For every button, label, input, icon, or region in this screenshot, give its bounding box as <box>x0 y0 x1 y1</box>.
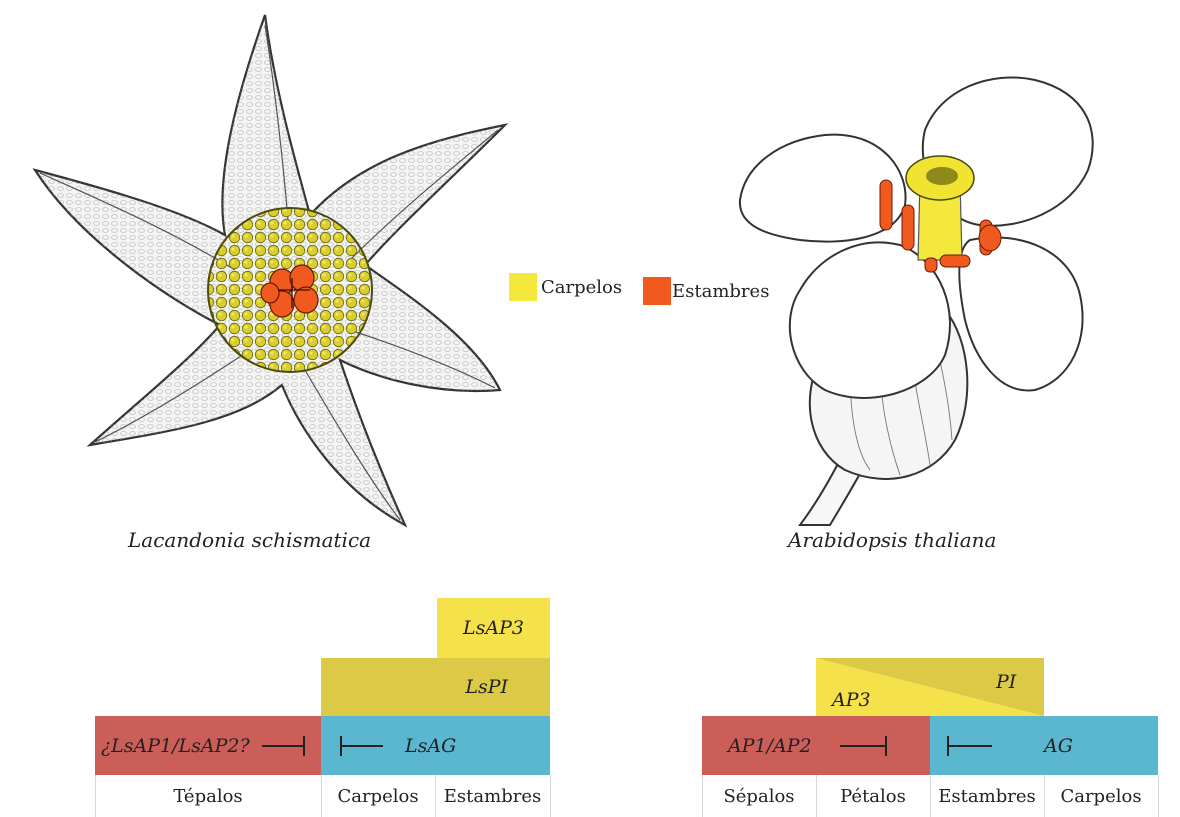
ap1-ap2-gene-label: AP1/AP2 <box>728 735 812 757</box>
ap3-pi-gene-box: AP3 PI <box>816 658 1044 716</box>
ap3-gene-label: AP3 <box>830 689 871 711</box>
region-label: Estambres <box>435 775 550 817</box>
lsap3-gene-label: LsAP3 <box>463 617 524 639</box>
repression-arrow-icon <box>339 734 385 758</box>
repression-arrow-icon <box>838 734 890 758</box>
lacandonia-flower-illustration <box>20 10 540 530</box>
lspi-gene-box: LsPI <box>321 658 550 716</box>
region-label: Carpelos <box>321 775 435 817</box>
left-species-caption: Lacandonia schismatica <box>128 528 371 552</box>
repression-arrow-icon <box>946 734 994 758</box>
region-label: Tépalos <box>95 775 321 817</box>
ag-gene-label: AG <box>1044 735 1073 757</box>
region-label: Carpelos <box>1044 775 1158 817</box>
ap1-ap2-gene-box: AP1/AP2 <box>702 716 930 775</box>
lspi-gene-label: LsPI <box>465 676 508 698</box>
region-label: Sépalos <box>702 775 816 817</box>
region-label: Estambres <box>930 775 1044 817</box>
lsap3-gene-box: LsAP3 <box>437 598 550 658</box>
region-label: Pétalos <box>816 775 930 817</box>
stamens-legend-label: Estambres <box>672 281 769 302</box>
repression-arrow-icon <box>260 734 308 758</box>
region-divider <box>550 775 551 817</box>
lsap1-lsap2-gene-box: ¿LsAP1/LsAP2? <box>95 716 321 775</box>
lsap1-lsap2-gene-label: ¿LsAP1/LsAP2? <box>101 735 250 757</box>
stamens-legend-swatch <box>643 277 671 305</box>
carpels-legend-swatch <box>509 273 537 301</box>
arabidopsis-flower-illustration <box>730 70 1110 530</box>
pi-gene-label: PI <box>995 671 1017 693</box>
right-species-caption: Arabidopsis thaliana <box>788 528 996 552</box>
lsag-gene-label: LsAG <box>405 735 456 757</box>
carpels-legend-label: Carpelos <box>541 277 622 298</box>
lsag-gene-box: LsAG <box>321 716 550 775</box>
region-divider <box>1158 775 1159 817</box>
ag-gene-box: AG <box>930 716 1158 775</box>
